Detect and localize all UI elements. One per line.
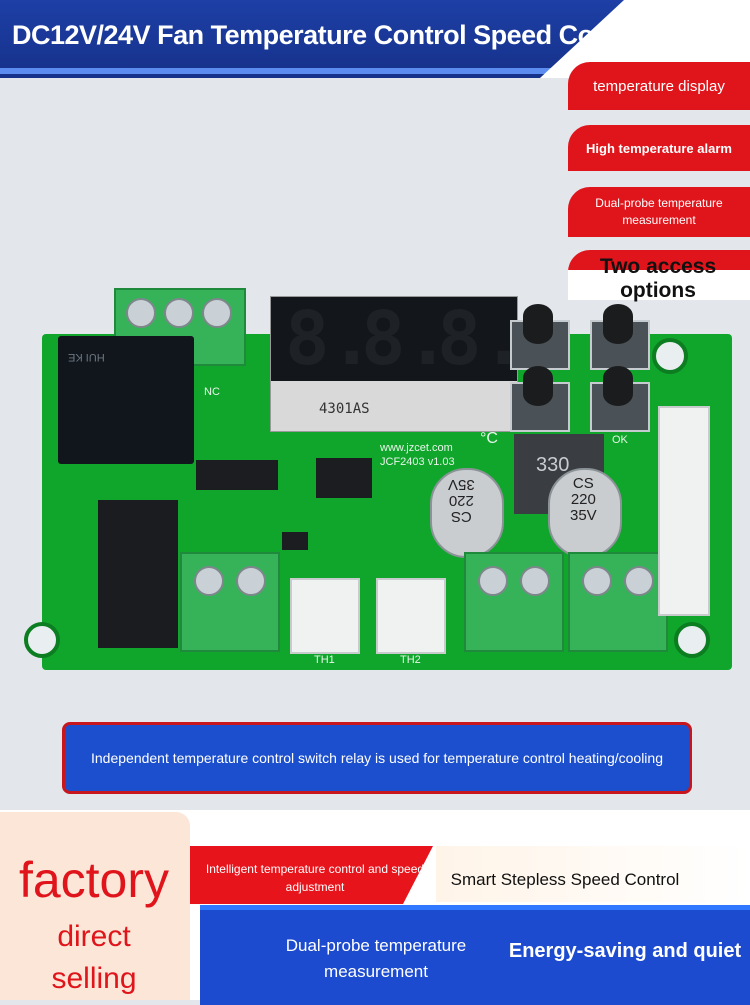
factory-text: factory (18, 852, 170, 908)
digit: 8. (361, 296, 451, 382)
promo-energy: Energy-saving and quiet (508, 940, 742, 962)
screw (478, 566, 508, 596)
header-stripe (0, 68, 560, 74)
factory-badge (0, 812, 190, 1000)
display-code: 4301AS (319, 401, 370, 417)
screw (520, 566, 550, 596)
led-display: 8. 8. 8. 4301AS (270, 296, 526, 432)
capacitor-label: CS 220 35V (448, 476, 475, 525)
product-board-image: HUI KE 8. 8. 8. 4301AS OK 330 CS 220 35V… (18, 288, 732, 670)
probe-connector-th1 (290, 578, 360, 654)
promo-stepless: Smart Stepless Speed Control (450, 870, 680, 889)
site-label: www.jzcet.com (380, 442, 453, 454)
feature-tag-temperature-display: temperature display (568, 62, 750, 110)
ok-label: OK (612, 434, 628, 446)
tact-button-cap (603, 304, 633, 344)
relay (58, 336, 194, 464)
ic-chip (316, 458, 372, 498)
model-label: JCF2403 v1.03 (380, 456, 455, 468)
tact-button-cap (603, 366, 633, 406)
display-face: 8. 8. 8. (271, 296, 526, 382)
output-terminal (180, 552, 280, 652)
screw (164, 298, 194, 328)
capacitor (548, 468, 622, 558)
output-terminal (568, 552, 668, 652)
relay-text: HUI KE (68, 351, 105, 363)
promo-dual-probe: Dual-probe temperature measurement (285, 936, 467, 981)
th1-label: TH1 (314, 654, 335, 666)
selling-text: selling (51, 962, 137, 995)
page-title: DC12V/24V Fan Temperature Control Speed … (12, 20, 683, 50)
degree-label: °C (480, 430, 498, 447)
mount-hole (652, 338, 688, 374)
capacitor-label: CS 220 35V (570, 475, 597, 524)
capacitor (430, 468, 504, 558)
th2-label: TH2 (400, 654, 421, 666)
promo-red-panel (183, 846, 433, 904)
nc-label: NC (204, 386, 220, 398)
promo-blue-panel (200, 905, 750, 1005)
tact-button-cap (523, 366, 553, 406)
promo-cream-panel (436, 846, 750, 902)
screw (202, 298, 232, 328)
fan-connector (658, 406, 710, 616)
info-bar: Independent temperature control switch r… (62, 722, 692, 794)
feature-tag-two-access: Two access options (568, 250, 750, 302)
mount-hole (24, 622, 60, 658)
screw (194, 566, 224, 596)
screw (236, 566, 266, 596)
probe-connector-th2 (376, 578, 446, 654)
direct-text: direct (57, 920, 131, 953)
mount-hole (674, 622, 710, 658)
promo-intelligent: Intelligent temperature control and spee… (205, 862, 425, 894)
screw (126, 298, 156, 328)
tact-button-cap (523, 304, 553, 344)
screw (624, 566, 654, 596)
screw (582, 566, 612, 596)
ic-chip (196, 460, 278, 490)
feature-tag-dual-probe: Dual-probe temperature measurement (568, 187, 750, 237)
header-banner (0, 0, 750, 78)
ic-chip (282, 532, 308, 550)
digit: 8. (285, 296, 375, 382)
output-terminal (464, 552, 564, 652)
feature-tag-high-temp-alarm: High temperature alarm (568, 125, 750, 171)
dc-jack (98, 500, 178, 648)
